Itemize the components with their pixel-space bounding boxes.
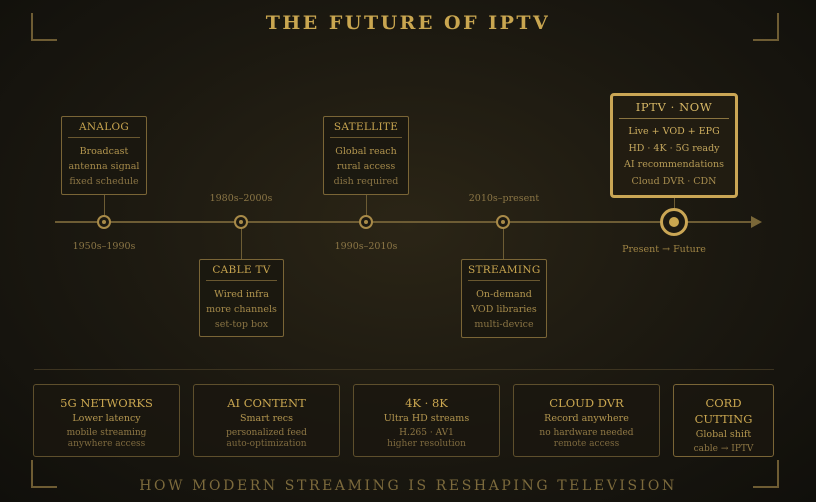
frame-corner-bottom-right [753, 460, 779, 488]
feature-title: CORD CUTTING [694, 396, 753, 426]
timeline-axis [55, 221, 755, 223]
era-box-line: Global reach [335, 146, 397, 157]
era-box-cable: CABLE TV Wired infra more channels set-t… [199, 259, 284, 337]
era-box-line: Broadcast [79, 146, 129, 157]
era-label-iptv: Present → Future [622, 244, 706, 255]
feature-line: Smart recs [240, 413, 293, 424]
feature-line: mobile streaming [66, 428, 147, 438]
feature-title: 4K · 8K [405, 396, 448, 410]
era-box-iptv-now: IPTV · NOW Live + VOD + EPG HD · 4K · 5G… [610, 93, 738, 198]
era-box-line: Live + VOD + EPG [628, 126, 720, 137]
frame-corner-top-right [753, 13, 779, 41]
feature-line: Global shift [695, 429, 752, 440]
era-box-line: multi-device [474, 319, 534, 330]
feature-card-cord-cutting: CORD CUTTING Global shift cable → IPTV [673, 384, 774, 457]
era-box-analog: ANALOG Broadcast antenna signal fixed sc… [61, 116, 147, 195]
era-box-title: CABLE TV [206, 260, 277, 281]
timeline-node-iptv [660, 208, 688, 236]
era-label-cable: 1980s–2000s [209, 193, 273, 204]
timeline-node-satellite [359, 215, 373, 229]
feature-title: AI CONTENT [227, 396, 306, 410]
feature-line: Lower latency [72, 413, 141, 424]
frame-corner-top-left [31, 13, 57, 41]
timeline-arrowhead [751, 216, 762, 228]
stem-cable [241, 228, 242, 260]
stem-satellite [366, 194, 367, 216]
era-box-title: SATELLITE [330, 117, 402, 138]
frame-corner-bottom-left [31, 460, 57, 488]
era-box-title: STREAMING [468, 260, 540, 281]
feature-line: auto-optimization [226, 439, 307, 449]
era-box-line: On-demand [476, 289, 532, 300]
era-box-satellite: SATELLITE Global reach rural access dish… [323, 116, 409, 195]
era-box-streaming: STREAMING On-demand VOD libraries multi-… [461, 259, 547, 338]
feature-line: anywhere access [67, 439, 146, 449]
page-subtitle: HOW MODERN STREAMING IS RESHAPING TELEVI… [139, 478, 677, 494]
era-box-line: VOD libraries [471, 304, 537, 315]
era-box-line: Cloud DVR · CDN [631, 175, 717, 187]
era-box-line: Wired infra [214, 289, 269, 300]
era-box-line: antenna signal [68, 161, 140, 172]
feature-title: CLOUD DVR [549, 396, 624, 410]
era-box-line: dish required [333, 176, 399, 187]
feature-line: Ultra HD streams [383, 413, 470, 424]
section-divider [34, 369, 774, 370]
era-box-line: fixed schedule [69, 176, 139, 187]
era-box-line: AI recommendations [624, 159, 724, 170]
feature-line: no hardware needed [539, 428, 634, 438]
era-box-title: IPTV · NOW [619, 96, 729, 119]
era-box-line: HD · 4K · 5G ready [628, 142, 720, 154]
feature-card-5g: 5G NETWORKS Lower latency mobile streami… [33, 384, 180, 457]
era-box-line: more channels [206, 304, 277, 315]
page-title: THE FUTURE OF IPTV [265, 12, 551, 34]
era-box-line: set-top box [214, 319, 269, 330]
feature-card-cloud-dvr: CLOUD DVR Record anywhere no hardware ne… [513, 384, 660, 457]
feature-line: remote access [553, 439, 620, 449]
feature-card-ai: AI CONTENT Smart recs personalized feed … [193, 384, 340, 457]
feature-card-4k-8k: 4K · 8K Ultra HD streams H.265 · AV1 hig… [353, 384, 500, 457]
era-label-analog: 1950s–1990s [72, 241, 136, 252]
timeline-node-cable [234, 215, 248, 229]
stem-iptv [674, 196, 675, 208]
timeline-node-streaming [496, 215, 510, 229]
era-box-line: rural access [336, 161, 396, 172]
era-label-satellite: 1990s–2010s [334, 241, 398, 252]
feature-line: H.265 · AV1 [399, 428, 454, 438]
era-box-title: ANALOG [68, 117, 140, 138]
era-label-streaming: 2010s–present [468, 193, 540, 204]
stem-streaming [503, 228, 504, 260]
feature-line: Record anywhere [544, 413, 629, 424]
stem-analog [104, 194, 105, 216]
feature-line: personalized feed [226, 428, 307, 438]
feature-line: cable → IPTV [693, 444, 754, 454]
feature-line: higher resolution [387, 439, 466, 449]
timeline-node-analog [97, 215, 111, 229]
feature-title: 5G NETWORKS [60, 396, 153, 410]
